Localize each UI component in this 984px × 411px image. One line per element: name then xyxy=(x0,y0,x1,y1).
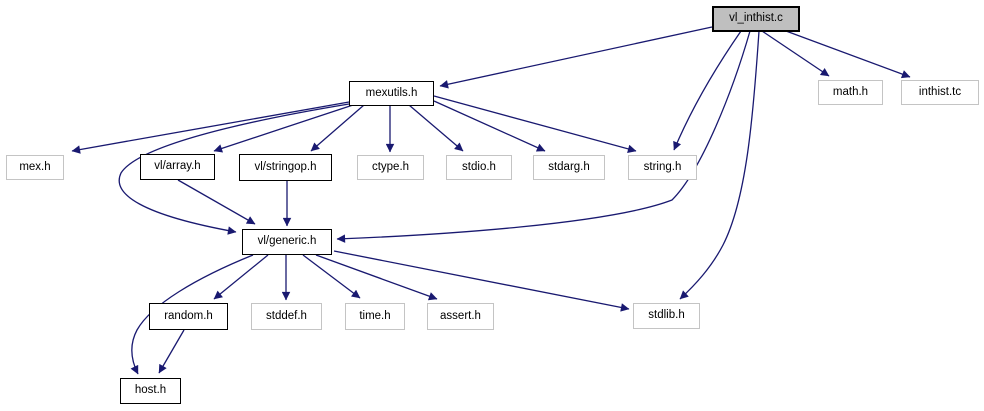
edge-mexutils.h-vl_stringop.h xyxy=(310,104,365,152)
edge-vl_generic.h-stdlib.h xyxy=(333,250,630,312)
graph-node-mexutils-h[interactable]: mexutils.h xyxy=(349,81,434,106)
edge-mexutils.h-vl_array.h xyxy=(213,104,354,153)
graph-node-random-h[interactable]: random.h xyxy=(149,303,228,330)
graph-node-ctype-h: ctype.h xyxy=(357,155,424,180)
graph-node-mex-h: mex.h xyxy=(6,155,64,180)
edge-mexutils.h-string.h xyxy=(433,95,637,153)
edge-mexutils.h-vl_generic.h xyxy=(118,103,350,235)
graph-node-stddef-h: stddef.h xyxy=(251,303,322,330)
edge-mexutils.h-mex.h xyxy=(71,101,350,154)
edge-vl_generic.h-time.h xyxy=(302,254,361,299)
edge-vl_generic.h-assert.h xyxy=(315,254,438,301)
graph-node-host-h[interactable]: host.h xyxy=(120,378,181,404)
edge-vl_inthist.c-vl_generic.h xyxy=(336,30,751,243)
graph-node-vl_inthist-c: vl_inthist.c xyxy=(712,6,800,32)
edge-random.h-host.h xyxy=(158,329,185,374)
graph-node-vl-stringop-h[interactable]: vl/stringop.h xyxy=(239,154,332,181)
graph-node-math-h: math.h xyxy=(818,80,883,105)
graph-node-vl-array-h[interactable]: vl/array.h xyxy=(140,154,215,180)
edge-vl_generic.h-host.h xyxy=(130,254,254,375)
edge-vl_array.h-vl_generic.h xyxy=(177,179,256,225)
edge-vl_inthist.c-mexutils.h xyxy=(439,26,713,89)
edge-vl_inthist.c-inthist.tc xyxy=(785,30,911,79)
graph-node-string-h: string.h xyxy=(628,155,697,180)
graph-node-vl-generic-h[interactable]: vl/generic.h xyxy=(242,229,332,255)
edge-vl_inthist.c-string.h xyxy=(673,30,742,151)
graph-node-time-h: time.h xyxy=(345,303,405,330)
edge-vl_inthist.c-stdlib.h xyxy=(679,30,760,300)
graph-node-assert-h: assert.h xyxy=(427,303,494,330)
edge-mexutils.h-stdarg.h xyxy=(433,100,546,152)
graph-node-stdarg-h: stdarg.h xyxy=(533,155,605,180)
edge-mexutils.h-stdio.h xyxy=(408,104,464,152)
graph-node-inthist-tc: inthist.tc xyxy=(901,80,979,105)
graph-node-stdio-h: stdio.h xyxy=(446,155,512,180)
edge-vl_inthist.c-math.h xyxy=(761,30,830,77)
edge-vl_generic.h-random.h xyxy=(213,254,269,300)
graph-node-stdlib-h: stdlib.h xyxy=(633,303,700,329)
